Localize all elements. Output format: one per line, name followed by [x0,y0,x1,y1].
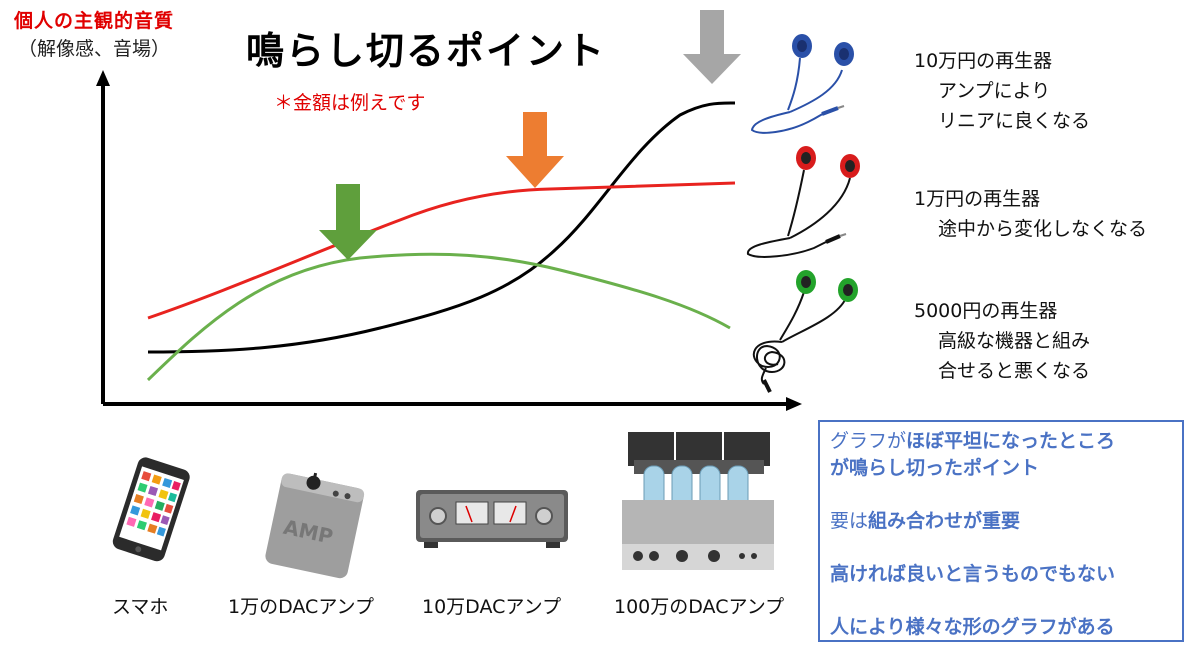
curve-5000-player [146,252,731,382]
summary-line-3-a: 要は [830,510,869,532]
orange-down-arrow-icon [506,112,564,188]
quality-graph [96,10,802,411]
device-label-1m-dac: 100万のDACアンプ [614,596,785,618]
curve-100k-player [147,101,736,354]
summary-box: グラフがほぼ平坦になったところ が鳴らし切ったポイント 要は組み合わせが重要 高… [818,420,1184,642]
graph-axes [96,70,802,411]
summary-line-3-b: 組み合わせが重要 [868,510,1021,532]
player-100k-note-2: リニアに良くなる [938,110,1091,132]
summary-line-3: 要は組み合わせが重要 [830,508,1172,535]
y-axis-sublabel: （解像感、音場） [18,38,171,60]
red-earphones-icon [747,146,860,258]
player-100k-note-1: アンプにより [938,80,1051,102]
player-10k-description: 1万円の再生器 途中から変化しなくなる [914,184,1147,244]
small-amp-icon: AMP [265,472,365,579]
device-label-smartphone: スマホ [112,596,169,618]
player-5000-note-2: 合せると悪くなる [938,360,1091,382]
summary-line-4: 高ければ良いと言うものでもない [830,563,1116,585]
price-note: ＊金額は例えです [274,92,426,114]
x-axis-arrowhead [786,397,802,411]
summary-line-5: 人により様々な形のグラフがある [830,616,1115,638]
blue-earphones-icon [750,34,854,134]
y-axis-label: 個人の主観的音質 [14,10,175,32]
summary-line-2: が鳴らし切ったポイント [830,457,1040,479]
gray-down-arrow-icon [683,10,741,84]
player-5000-note-1: 高級な機器と組み [938,330,1091,352]
device-label-100k-dac: 10万DACアンプ [422,596,562,618]
smartphone-icon [112,457,190,562]
player-10k-note-1: 途中から変化しなくなる [938,218,1148,240]
page-title: 鳴らし切るポイント [246,29,607,73]
green-earphones-icon [752,270,858,393]
summary-line-1-a: グラフが [830,430,907,452]
tube-amp-icon [622,432,774,570]
player-5000-name: 5000円の再生器 [914,300,1058,322]
dac-amp-icon [416,490,568,548]
summary-line-1-b: ほぼ平坦になったところ [906,430,1116,452]
summary-line-1: グラフがほぼ平坦になったところ [830,428,1172,455]
curve-10k-player [147,181,736,320]
player-100k-description: 10万円の再生器 アンプにより リニアに良くなる [914,46,1090,136]
device-label-10k-dac: 1万のDACアンプ [228,596,374,618]
player-5000-description: 5000円の再生器 高級な機器と組み 合せると悪くなる [914,296,1090,386]
player-100k-name: 10万円の再生器 [914,50,1053,72]
player-10k-name: 1万円の再生器 [914,188,1041,210]
green-down-arrow-icon [319,184,377,260]
y-axis-arrowhead [96,70,110,86]
